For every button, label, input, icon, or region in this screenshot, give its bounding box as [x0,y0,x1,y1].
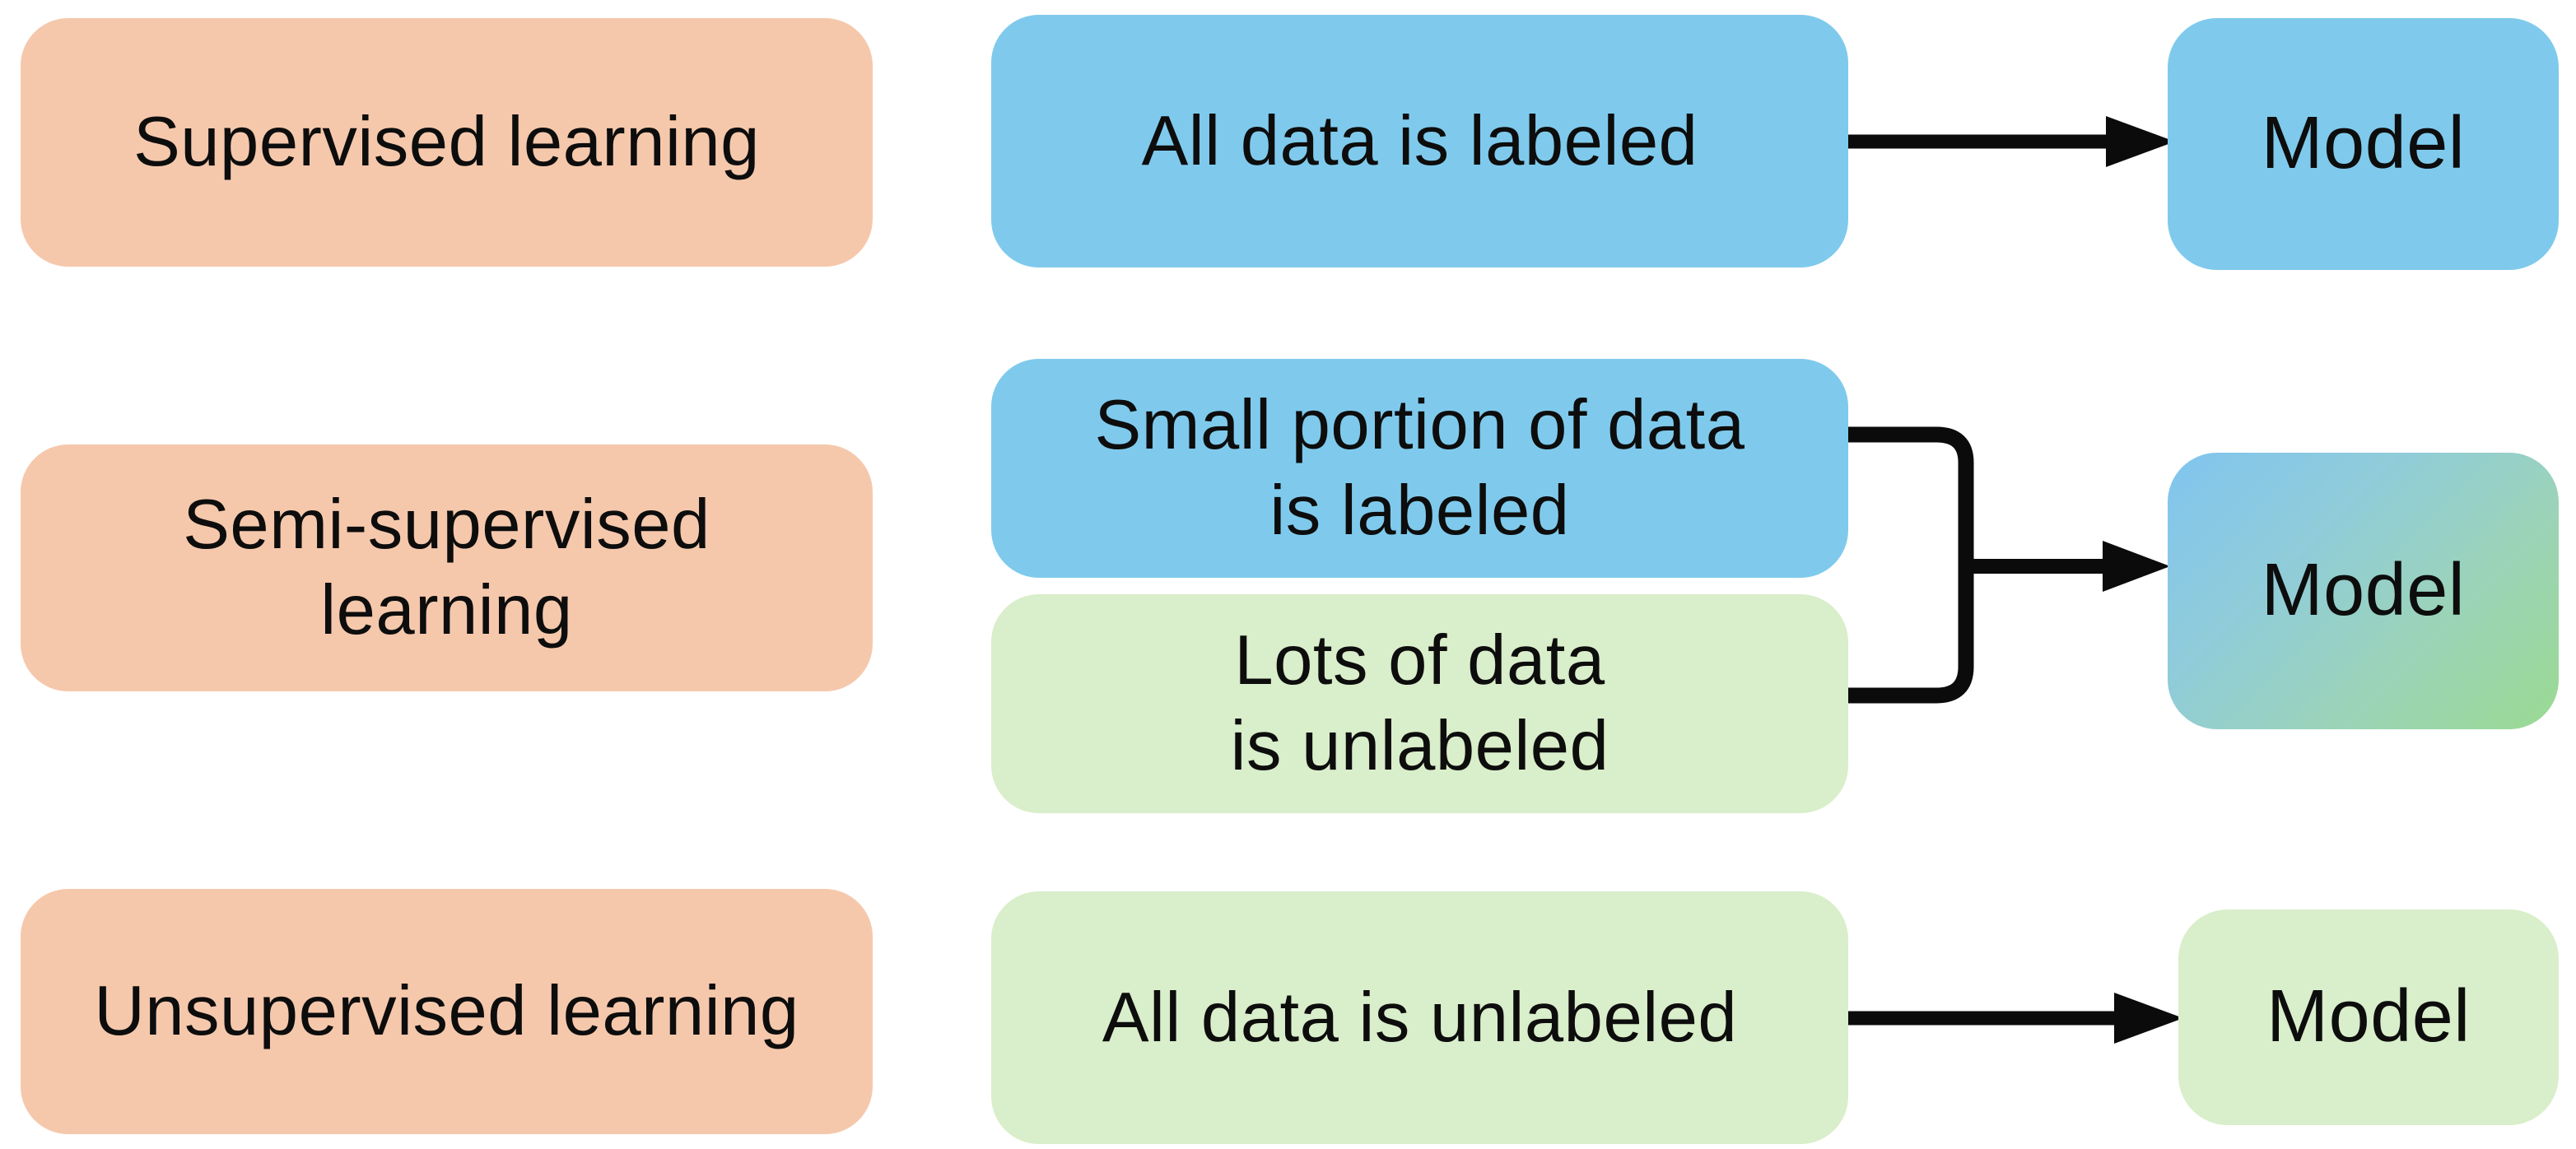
arrow-unsupervised-to-model [1848,993,2183,1044]
data-box-label-line2: is labeled [1269,472,1570,550]
data-box-all-unlabeled: All data is unlabeled [991,891,1848,1144]
arrow-head-icon [2114,993,2183,1044]
category-box-supervised-learning: Supervised learning [21,18,873,267]
model-label: Model [2261,102,2466,185]
data-box-label-line1: Lots of data [1234,621,1605,700]
data-box-label: All data is unlabeled [1102,978,1738,1057]
arrow-semi-to-model [1966,541,2170,592]
data-box-lots-unlabeled: Lots of data is unlabeled [991,594,1848,813]
category-label-line2: learning [320,571,573,649]
model-box-supervised: Model [2168,18,2559,270]
data-box-label-line1: Small portion of data [1094,386,1745,465]
arrow-supervised-to-model [1848,116,2175,167]
arrow-head-icon [2103,541,2170,592]
model-box-semi-supervised: Model [2168,453,2559,729]
arrow-head-icon [2106,116,2175,167]
data-box-label: All data is labeled [1141,101,1698,180]
category-label-line1: Semi-supervised [183,486,710,565]
data-box-small-portion-labeled: Small portion of data is labeled [991,359,1848,578]
model-label: Model [2266,975,2471,1058]
bracket-semi-supervised [1840,426,1974,704]
model-label: Model [2261,549,2466,632]
data-box-label-line2: is unlabeled [1230,707,1609,785]
category-box-unsupervised-learning: Unsupervised learning [21,889,873,1134]
data-box-all-labeled: All data is labeled [991,15,1848,267]
category-label: Supervised learning [133,103,760,182]
category-label: Unsupervised learning [94,972,799,1051]
category-box-semi-supervised-learning: Semi-supervised learning [21,444,873,691]
model-box-unsupervised: Model [2178,909,2559,1125]
